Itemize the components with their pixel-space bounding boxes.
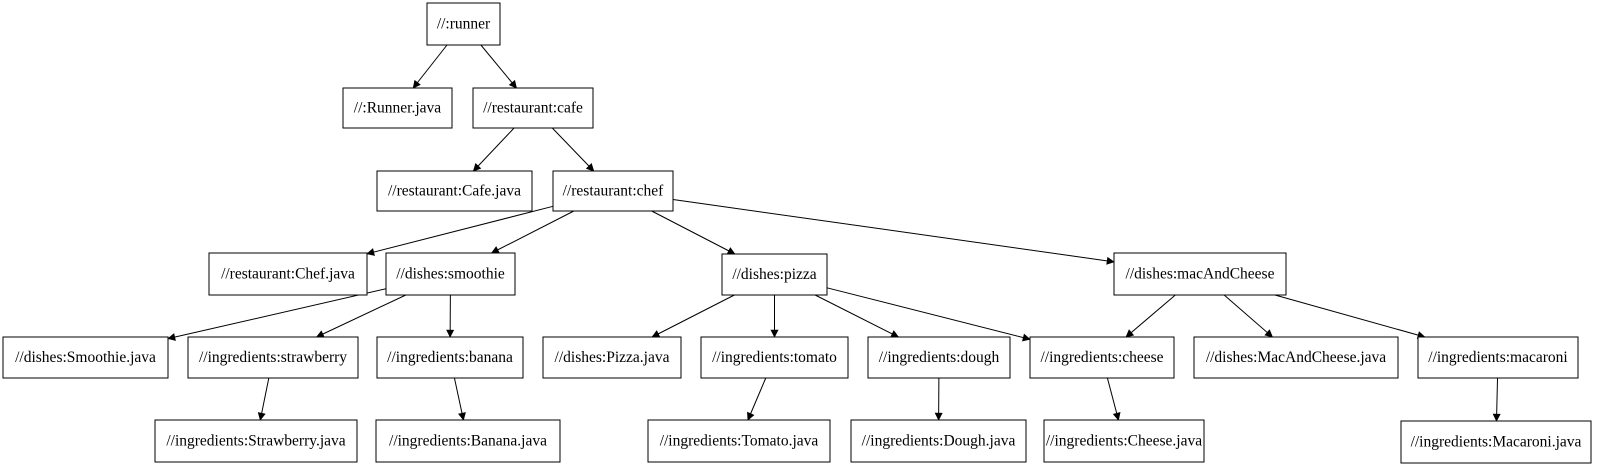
graph-node-smoothie_java: //dishes:Smoothie.java [2, 336, 169, 379]
node-box-pizza [721, 253, 828, 296]
node-label-chef: //restaurant:chef [563, 183, 665, 200]
node-box-tomato [700, 336, 849, 379]
node-box-macaroni [1417, 336, 1579, 379]
graph-node-strawberry: //ingredients:strawberry [187, 336, 359, 379]
edge-runner-to-cafe [480, 44, 517, 89]
node-box-cafe_java [376, 170, 533, 212]
edge-chef-to-macandcheese [672, 198, 1115, 265]
node-box-strawberry [187, 336, 359, 379]
graph-node-runner: //:runner [426, 2, 501, 46]
node-label-runner_java: //:Runner.java [354, 100, 442, 117]
edge-cafe-to-chef [551, 127, 595, 172]
node-label-banana_java: //ingredients:Banana.java [389, 433, 547, 450]
node-label-banana: //ingredients:banana [387, 349, 513, 366]
graph-node-macaroni: //ingredients:macaroni [1417, 336, 1579, 379]
edges-layer [167, 44, 1501, 422]
graph-node-cheese_java: //ingredients:Cheese.java [1043, 419, 1205, 463]
node-label-cafe: //restaurant:cafe [483, 100, 583, 117]
edge-pizza-to-dough [814, 294, 900, 338]
edge-runner-to-runner_java [412, 44, 448, 89]
node-box-cafe [472, 87, 594, 129]
node-box-runner [426, 2, 501, 46]
node-label-dough: //ingredients:dough [879, 349, 1000, 366]
node-box-dough_java [850, 419, 1027, 463]
graph-node-cafe_java: //restaurant:Cafe.java [376, 170, 533, 212]
edge-macandcheese-to-macandcheese_java [1223, 294, 1274, 338]
graph-node-macandcheese: //dishes:macAndCheese [1113, 252, 1287, 296]
node-box-cheese_java [1043, 419, 1205, 463]
node-label-chef_java: //restaurant:Chef.java [221, 266, 355, 283]
node-label-pizza: //dishes:pizza [732, 266, 816, 283]
edge-macaroni-to-macaroni_java [1492, 377, 1501, 422]
node-box-macandcheese_java [1193, 336, 1399, 379]
graph-node-cafe: //restaurant:cafe [472, 87, 594, 129]
graph-node-chef_java: //restaurant:Chef.java [208, 252, 368, 296]
node-label-pizza_java: //dishes:Pizza.java [555, 349, 670, 366]
edge-chef-to-smoothie [490, 210, 575, 254]
node-label-cheese: //ingredients:cheese [1040, 349, 1163, 366]
node-label-cheese_java: //ingredients:Cheese.java [1046, 433, 1202, 450]
edge-chef-to-chef_java [366, 205, 554, 256]
graph-node-banana_java: //ingredients:Banana.java [375, 419, 561, 463]
graph-node-smoothie: //dishes:smoothie [385, 252, 516, 296]
edge-smoothie-to-strawberry [315, 294, 407, 338]
node-label-macaroni_java: //ingredients:Macaroni.java [1411, 434, 1582, 451]
graph-node-tomato: //ingredients:tomato [700, 336, 849, 379]
node-box-macaroni_java [1400, 420, 1592, 464]
edge-cafe-to-cafe_java [472, 127, 515, 172]
graph-node-dough: //ingredients:dough [867, 336, 1011, 379]
edge-banana-to-banana_java [453, 377, 466, 421]
node-label-dough_java: //ingredients:Dough.java [862, 433, 1016, 450]
graph-node-dough_java: //ingredients:Dough.java [850, 419, 1027, 463]
graph-node-tomato_java: //ingredients:Tomato.java [647, 419, 831, 463]
node-box-runner_java [342, 87, 453, 129]
edge-tomato-to-tomato_java [747, 377, 767, 421]
node-box-banana_java [375, 419, 561, 463]
node-box-tomato_java [647, 419, 831, 463]
edge-macandcheese-to-cheese [1125, 294, 1176, 338]
node-label-cafe_java: //restaurant:Cafe.java [388, 183, 521, 200]
graph-node-pizza_java: //dishes:Pizza.java [542, 336, 682, 379]
graph-node-chef: //restaurant:chef [552, 170, 674, 212]
node-box-cheese [1029, 336, 1175, 379]
edge-chef-to-pizza [651, 210, 736, 255]
node-box-pizza_java [542, 336, 682, 379]
node-label-macandcheese: //dishes:macAndCheese [1126, 266, 1275, 283]
node-box-strawberry_java [154, 419, 358, 463]
edge-strawberry-to-strawberry_java [257, 377, 270, 421]
node-box-dough [867, 336, 1011, 379]
node-label-smoothie_java: //dishes:Smoothie.java [15, 349, 156, 366]
graph-node-pizza: //dishes:pizza [721, 253, 828, 296]
node-label-tomato_java: //ingredients:Tomato.java [660, 433, 819, 450]
node-label-runner: //:runner [437, 16, 491, 33]
node-label-tomato: //ingredients:tomato [712, 349, 837, 366]
graph-node-banana: //ingredients:banana [376, 336, 524, 379]
node-label-smoothie: //dishes:smoothie [396, 266, 505, 283]
graph-node-macaroni_java: //ingredients:Macaroni.java [1400, 420, 1592, 464]
edge-pizza-to-pizza_java [651, 294, 735, 338]
edge-macandcheese-to-macaroni [1274, 294, 1426, 339]
node-label-strawberry: //ingredients:strawberry [199, 349, 347, 366]
node-label-strawberry_java: //ingredients:Strawberry.java [166, 433, 345, 450]
edge-pizza-to-cheese [826, 287, 1031, 342]
edge-smoothie-to-smoothie_java [167, 288, 387, 341]
edge-cheese-to-cheese_java [1106, 377, 1121, 421]
graph-node-strawberry_java: //ingredients:Strawberry.java [154, 419, 358, 463]
node-label-macaroni: //ingredients:macaroni [1428, 349, 1568, 366]
node-box-macandcheese [1113, 252, 1287, 296]
node-box-banana [376, 336, 524, 379]
graph-node-macandcheese_java: //dishes:MacAndCheese.java [1193, 336, 1399, 379]
node-box-smoothie [385, 252, 516, 296]
node-box-smoothie_java [2, 336, 169, 379]
graph-node-runner_java: //:Runner.java [342, 87, 453, 129]
node-label-macandcheese_java: //dishes:MacAndCheese.java [1206, 349, 1386, 366]
node-box-chef_java [208, 252, 368, 296]
node-box-chef [552, 170, 674, 212]
graph-node-cheese: //ingredients:cheese [1029, 336, 1175, 379]
